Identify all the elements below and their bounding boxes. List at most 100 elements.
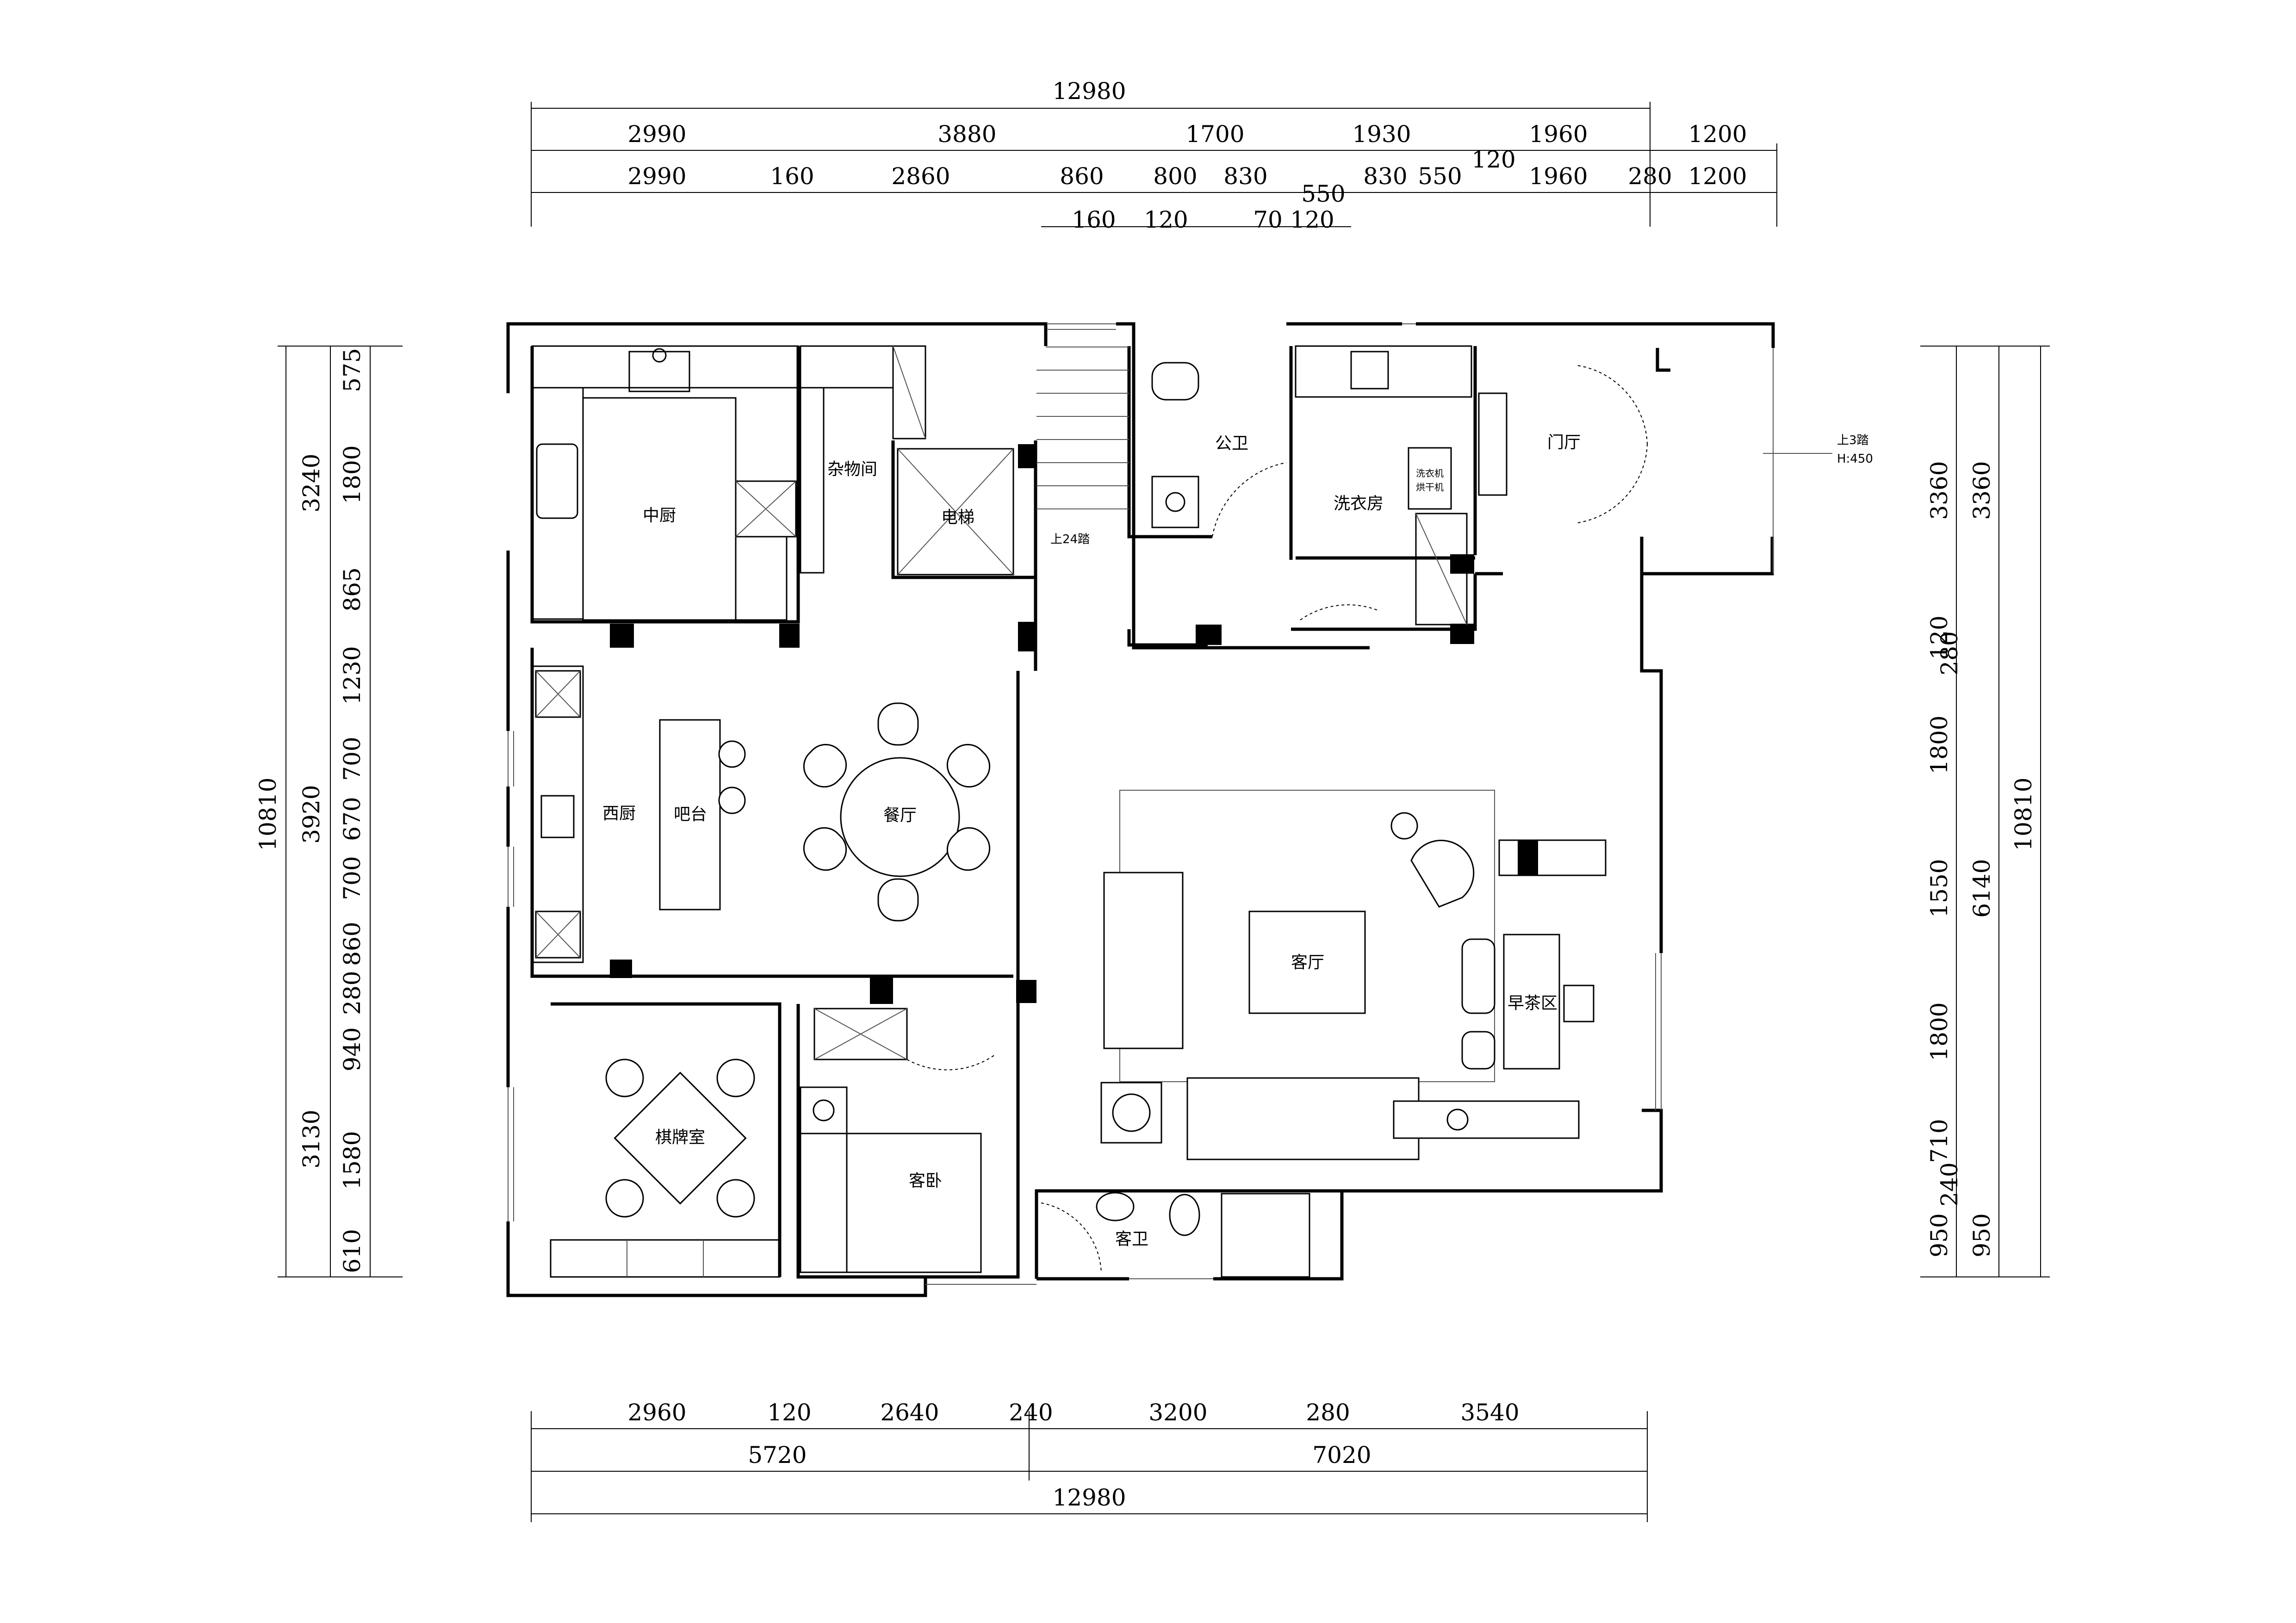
dim-left-total: 10810	[254, 777, 281, 851]
dim-top-r1-3: 1930	[1352, 121, 1411, 148]
entrance-height-label: H:450	[1837, 452, 1873, 466]
left-dimensions: 10810 3240 3920 3130 575 1800 865 1230 7…	[254, 346, 403, 1277]
dim-right-inner-3: 1800	[1926, 715, 1953, 774]
dim-left-inner-11: 610	[339, 1229, 366, 1273]
dim-left-inner-6: 700	[339, 856, 366, 900]
dim-top-r1-6: 1200	[1688, 121, 1747, 148]
dim-top-r2-4: 800	[1153, 163, 1197, 190]
dim-bottom-total: 12980	[1052, 1484, 1126, 1511]
dim-top-r2-9: 1960	[1529, 163, 1588, 190]
dim-top-r1-5: 1960	[1529, 121, 1588, 148]
dim-left-inner-5: 670	[339, 797, 366, 841]
dim-top-r2-2: 2860	[891, 163, 950, 190]
chinese-kitchen: 中厨	[531, 345, 799, 621]
dim-left-inner-7: 860	[339, 922, 366, 966]
dim-left-inner-9: 940	[339, 1027, 366, 1071]
room-label-public-bathroom: 公卫	[1215, 434, 1248, 453]
dim-top-r2-10: 280	[1628, 163, 1672, 190]
room-label-living: 客厅	[1291, 953, 1324, 972]
dim-left-inner-4: 700	[339, 737, 366, 781]
dim-top-r1-0: 2990	[627, 121, 686, 148]
living-room: 客厅	[1100, 790, 1607, 1160]
dim-left-outer-0: 3240	[298, 453, 325, 512]
bottom-dimensions: 2960 120 2640 240 3200 280 3540 5720 702…	[531, 1399, 1648, 1522]
dim-left-inner-3: 1230	[339, 646, 366, 705]
dim-bottom-r1-4: 3200	[1148, 1399, 1207, 1426]
dim-top-r2-1: 160	[770, 163, 814, 190]
dim-bottom-r1-3: 240	[1009, 1399, 1053, 1426]
room-label-elevator: 电梯	[941, 508, 974, 527]
dim-top-r2-3: 860	[1060, 163, 1104, 190]
dim-bottom-r1-6: 3540	[1460, 1399, 1519, 1426]
dim-top-r2-5: 830	[1223, 163, 1267, 190]
columns	[610, 444, 1474, 1004]
dim-right-outer-0: 3360	[1968, 461, 1995, 520]
dim-bottom-r1-1: 120	[767, 1399, 811, 1426]
windows	[508, 323, 1774, 1285]
dim-bottom-r1-2: 2640	[880, 1399, 939, 1426]
dim-bottom-r1-0: 2960	[627, 1399, 686, 1426]
dim-top-r1-2: 1700	[1185, 121, 1244, 148]
room-label-guest-bedroom: 客卧	[909, 1171, 942, 1190]
dim-left-inner-0: 575	[339, 348, 366, 392]
right-dimensions: 3360 120 280 1800 1550 1800 710 240 950 …	[1920, 346, 2050, 1277]
dim-top-r3-3: 120	[1290, 206, 1334, 233]
dim-right-inner-4: 1550	[1926, 859, 1953, 917]
dim-top-r1-1: 3880	[937, 121, 996, 148]
dim-bottom-r2-1: 7020	[1312, 1442, 1371, 1468]
dim-right-inner-2: 280	[1936, 631, 1963, 675]
room-label-tea-area: 早茶区	[1508, 994, 1558, 1013]
dim-left-inner-8: 280	[339, 971, 366, 1015]
storage-elevator: 杂物间 电梯	[800, 345, 1014, 576]
room-label-foyer: 门厅	[1547, 433, 1581, 452]
public-bathroom: 公卫	[1151, 362, 1287, 537]
tea-area: 早茶区	[1461, 934, 1595, 1070]
dim-bottom-r2-0: 5720	[748, 1442, 807, 1468]
dim-top-total: 12980	[1052, 78, 1126, 105]
dim-right-outer-2: 950	[1968, 1213, 1995, 1257]
card-room: 棋牌室	[550, 1059, 781, 1278]
dim-top-r1-4: 120	[1471, 146, 1515, 173]
room-label-card-room: 棋牌室	[655, 1128, 705, 1147]
room-label-guest-bathroom: 客卫	[1115, 1230, 1148, 1249]
dim-right-inner-0: 3360	[1926, 461, 1953, 520]
dim-top-r3-0: 160	[1072, 206, 1116, 233]
guest-bedroom: 客卧	[800, 1008, 995, 1273]
dim-left-inner-10: 1580	[339, 1131, 366, 1189]
dim-right-inner-6: 710	[1926, 1119, 1953, 1163]
western-kitchen: 西厨 吧台	[531, 665, 746, 963]
dim-left-inner-1: 1800	[339, 445, 366, 504]
staircase: 上24踏	[1036, 347, 1129, 546]
dim-top-r2-8: 550	[1418, 163, 1462, 190]
dim-right-inner-1: 120	[1926, 615, 1953, 659]
top-dimensions: 12980 2990 3880 1700 1930 120 1960 1200 …	[531, 78, 1777, 233]
dim-right-total: 10810	[2010, 777, 2037, 851]
laundry: 洗衣机 烘干机 洗衣房	[1295, 345, 1472, 626]
stairs-up-label: 上24踏	[1050, 533, 1090, 546]
entrance-steps-label: 上3踏	[1837, 434, 1869, 447]
guest-bathroom: 客卫	[1041, 1192, 1310, 1278]
washer-label: 洗衣机	[1416, 468, 1444, 479]
dim-top-r2-6: 550	[1301, 180, 1345, 207]
dim-top-r2-11: 1200	[1688, 163, 1747, 190]
dim-right-inner-7: 240	[1936, 1162, 1963, 1206]
dim-top-r3-1: 120	[1144, 206, 1188, 233]
room-label-laundry: 洗衣房	[1334, 494, 1384, 513]
room-label-bar: 吧台	[674, 805, 707, 824]
dim-bottom-r1-5: 280	[1306, 1399, 1350, 1426]
dim-left-inner-2: 865	[339, 567, 366, 611]
dim-left-outer-1: 3920	[298, 785, 325, 843]
dim-top-r2-0: 2990	[627, 163, 686, 190]
dryer-label: 烘干机	[1416, 482, 1444, 493]
dim-left-outer-2: 3130	[298, 1109, 325, 1168]
room-label-western-kitchen: 西厨	[602, 804, 636, 823]
dim-right-outer-1: 6140	[1968, 859, 1995, 917]
room-label-storage: 杂物间	[827, 460, 877, 479]
dim-right-inner-5: 1800	[1926, 1002, 1953, 1061]
dim-top-r2-7: 830	[1363, 163, 1407, 190]
dining: 餐厅	[803, 702, 991, 922]
dim-right-inner-8: 950	[1926, 1213, 1953, 1257]
dim-top-r3-2: 70	[1253, 206, 1283, 233]
room-label-dining: 餐厅	[883, 806, 917, 825]
